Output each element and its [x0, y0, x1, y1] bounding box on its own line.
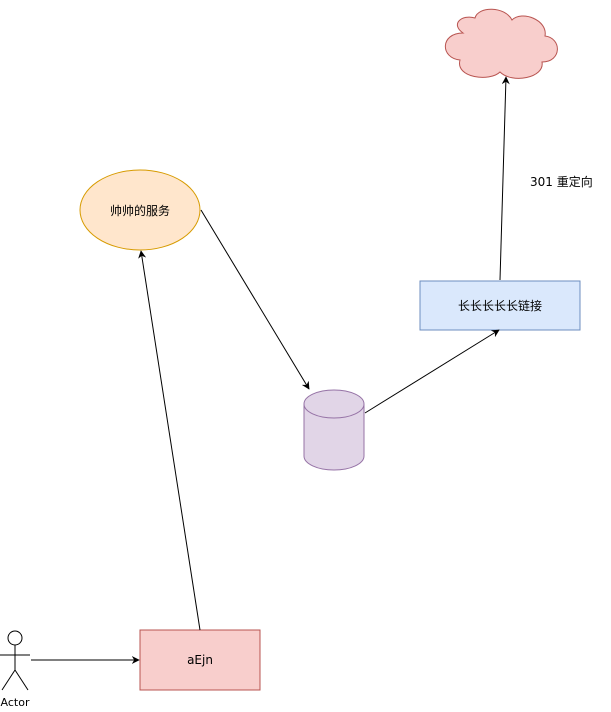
- aejn-box-label: aEjn: [187, 653, 213, 667]
- long-link-box-label: 长长长长长链接: [457, 299, 542, 313]
- edge-database-to-long-link[interactable]: [364, 329, 500, 414]
- edge-long-link-to-cloud[interactable]: [499, 76, 510, 281]
- service-ellipse-label: 帅帅的服务: [109, 204, 170, 218]
- long-link-box[interactable]: [419, 280, 581, 331]
- redirect-edge-label: 301 重定向: [530, 175, 593, 189]
- actor-figure[interactable]: [0, 630, 30, 691]
- cloud-shape[interactable]: [444, 8, 558, 79]
- database-cylinder[interactable]: [303, 389, 365, 471]
- edge-service-to-database[interactable]: [200, 209, 310, 390]
- edge-aejn-to-service[interactable]: [138, 250, 201, 631]
- actor-label: Actor: [0, 696, 30, 709]
- service-ellipse[interactable]: [79, 169, 201, 251]
